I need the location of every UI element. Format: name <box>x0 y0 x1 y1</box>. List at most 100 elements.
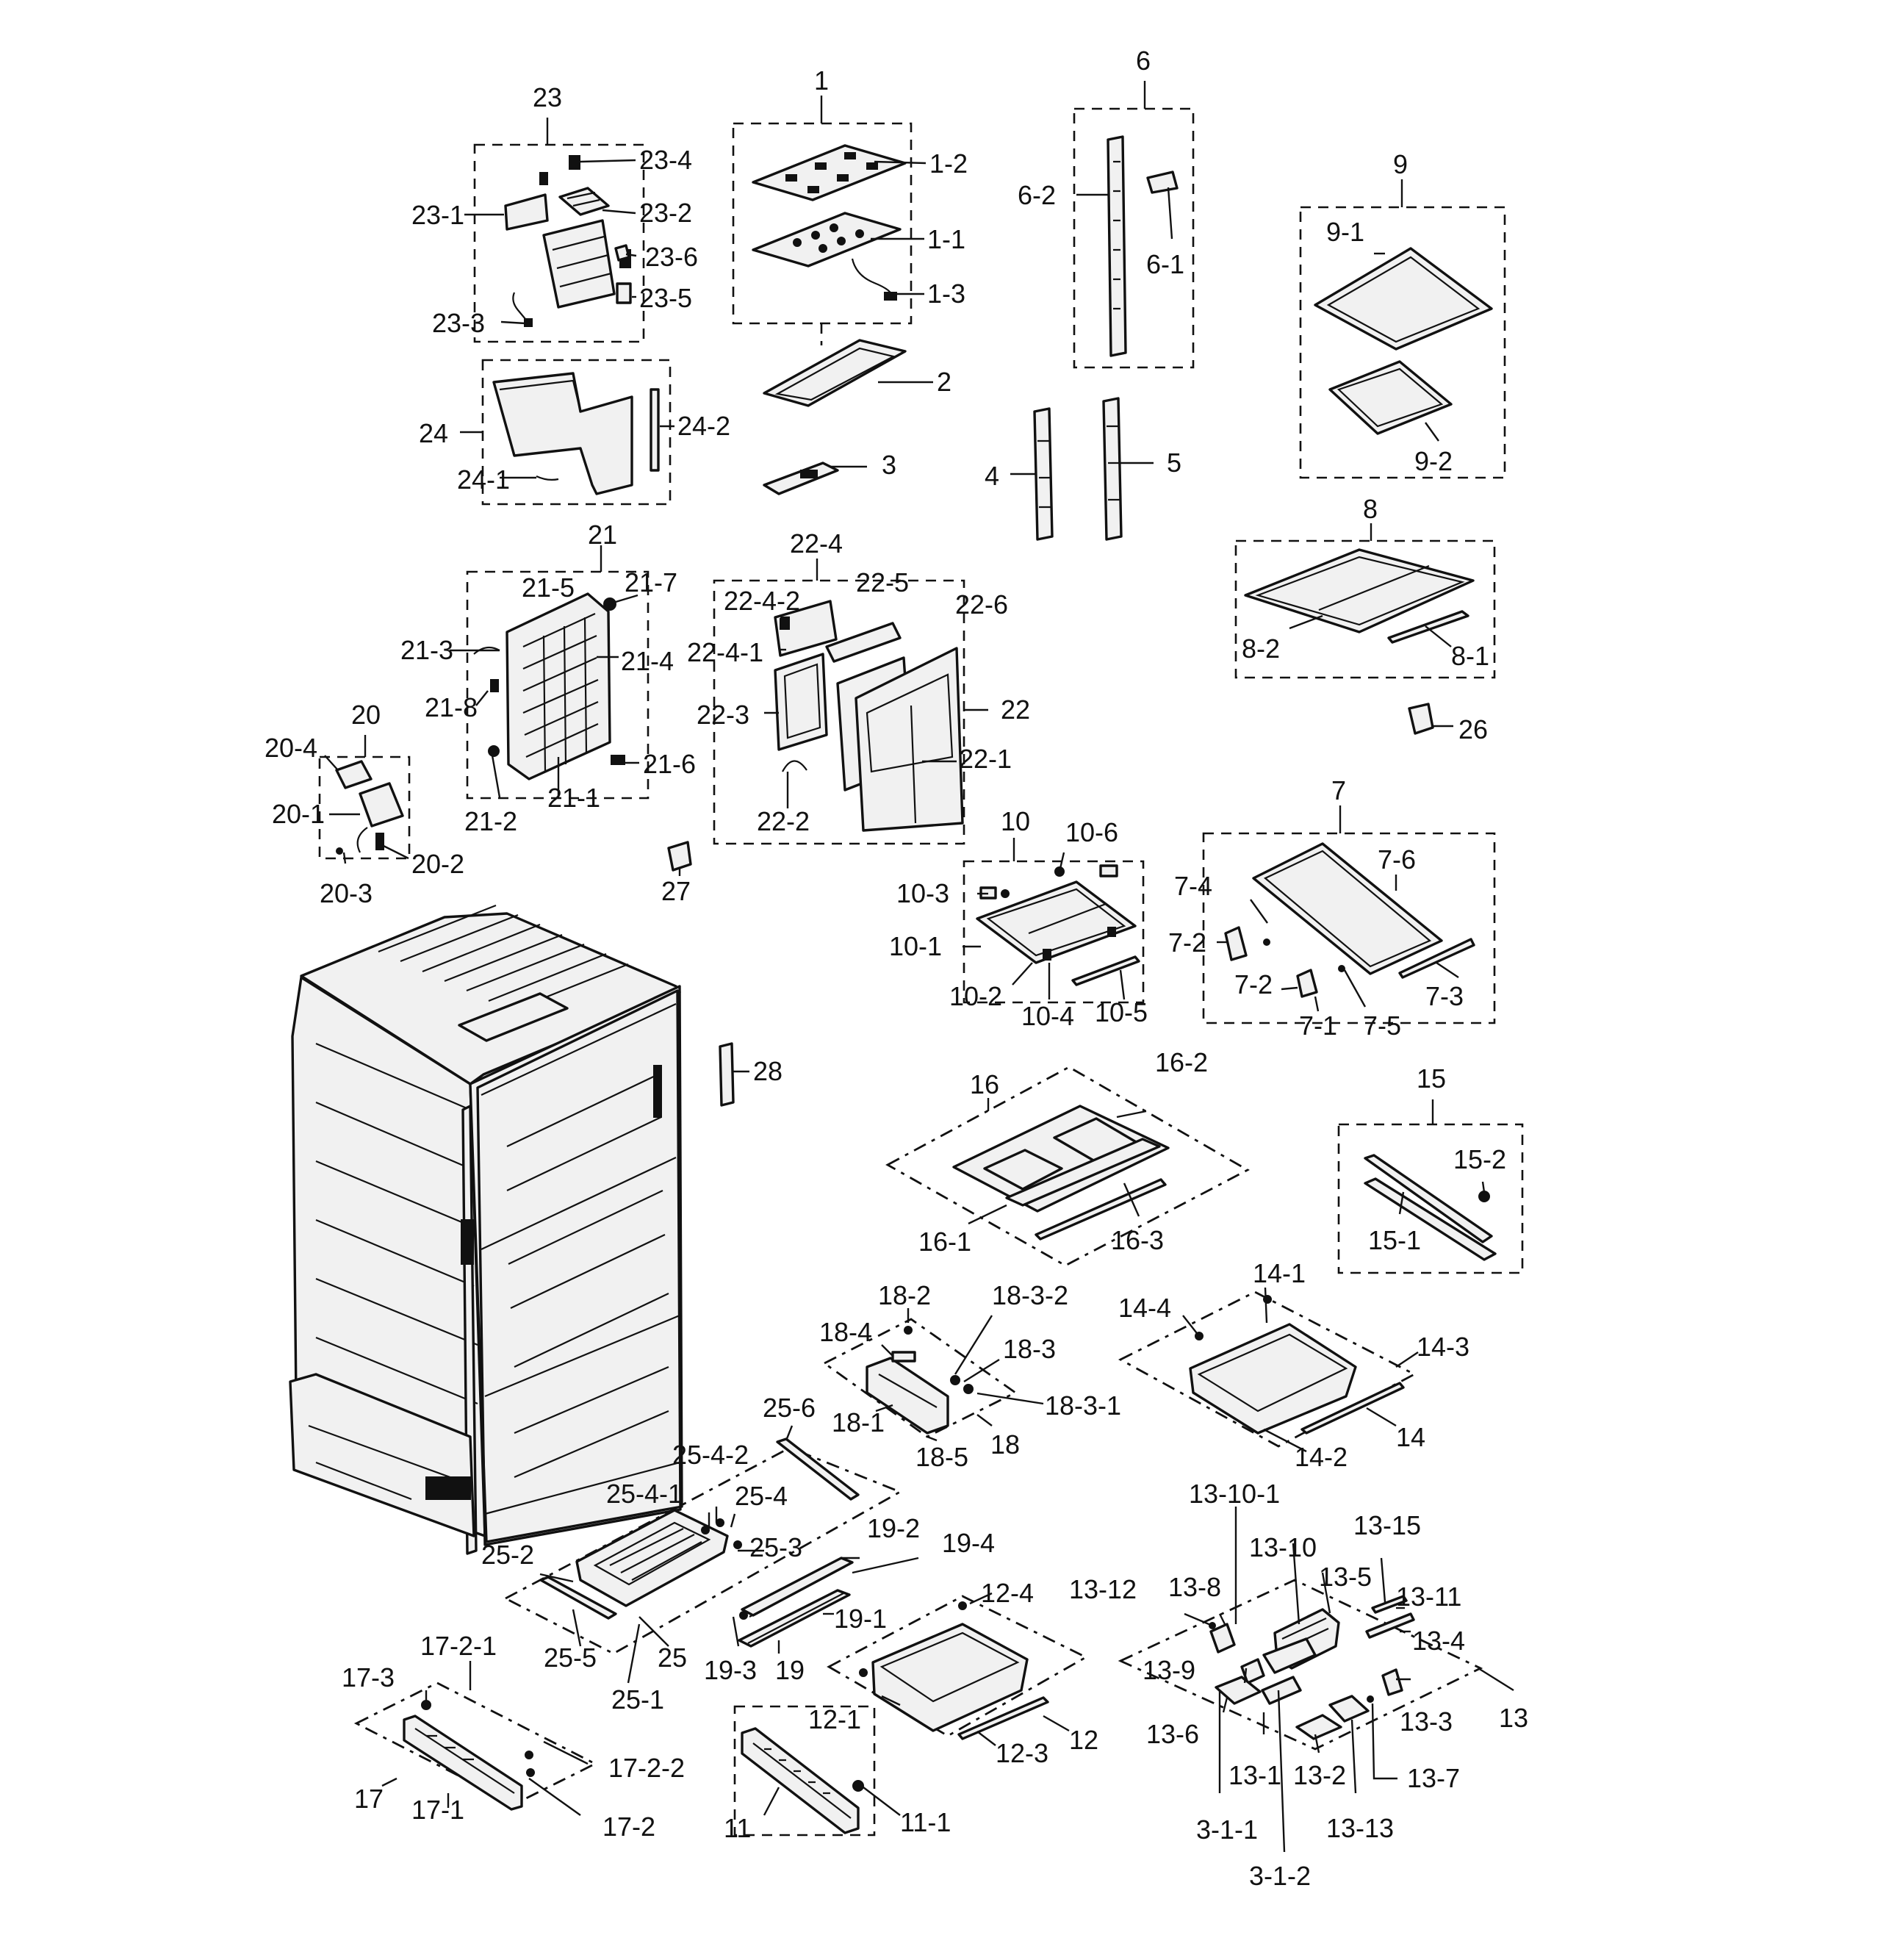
label-14-1: 14-1 <box>1253 1258 1306 1288</box>
label-15-1: 15-1 <box>1368 1225 1421 1255</box>
label-22-4: 22-4 <box>790 528 843 559</box>
label-10-4: 10-4 <box>1021 1001 1074 1031</box>
label-16-2: 16-2 <box>1155 1047 1208 1077</box>
label-5: 5 <box>1167 448 1181 478</box>
label-9-1: 9-1 <box>1326 217 1364 247</box>
label-15: 15 <box>1417 1063 1446 1094</box>
label-25-1: 25-1 <box>611 1684 664 1715</box>
label-10-1: 10-1 <box>889 931 942 961</box>
group-14-drawer <box>1118 1287 1419 1453</box>
label-25-4: 25-4 <box>735 1481 788 1511</box>
label-6-2: 6-2 <box>1018 180 1056 210</box>
group-1-2-3-dispenser <box>732 96 933 495</box>
group-25-freezer-drawer <box>503 1425 903 1684</box>
label-18-3: 18-3 <box>1003 1334 1056 1364</box>
label-3-1-1: 3-1-1 <box>1196 1814 1258 1845</box>
label-24: 24 <box>419 418 448 448</box>
label-12: 12 <box>1069 1725 1098 1755</box>
label-22-6: 22-6 <box>955 589 1008 620</box>
label-23-3: 23-3 <box>432 308 485 338</box>
label-23-2: 23-2 <box>639 198 692 228</box>
label-1: 1 <box>814 65 829 96</box>
label-13-7: 13-7 <box>1407 1763 1460 1793</box>
group-10-shelf <box>963 838 1145 1004</box>
label-25-5: 25-5 <box>544 1643 597 1673</box>
label-21-3: 21-3 <box>400 635 453 665</box>
label-11: 11 <box>724 1813 751 1843</box>
group-20-fan-motor <box>318 735 411 864</box>
group-19-guide <box>732 1557 919 1654</box>
label-17-3: 17-3 <box>342 1662 395 1692</box>
label-20-1: 20-1 <box>272 799 325 829</box>
label-22-3: 22-3 <box>697 700 749 730</box>
label-7-5: 7-5 <box>1363 1010 1401 1041</box>
label-7-4: 7-4 <box>1174 871 1212 901</box>
label-8-2: 8-2 <box>1242 633 1280 664</box>
label-6: 6 <box>1136 46 1151 76</box>
label-10: 10 <box>1001 806 1030 836</box>
label-13-8: 13-8 <box>1168 1572 1221 1602</box>
label-21-1: 21-1 <box>547 783 600 813</box>
label-7-2-upper: 7-2 <box>1168 927 1206 958</box>
label-21-8: 21-8 <box>425 692 478 722</box>
group-9-shelves <box>1299 179 1506 479</box>
label-10-5: 10-5 <box>1095 997 1148 1027</box>
label-3-1-2: 3-1-2 <box>1249 1861 1311 1891</box>
label-17-2-2: 17-2-2 <box>608 1753 685 1783</box>
label-18-5: 18-5 <box>915 1442 968 1472</box>
label-21-6: 21-6 <box>643 749 696 779</box>
label-9: 9 <box>1393 149 1408 179</box>
label-22-4-1: 22-4-1 <box>687 637 763 667</box>
label-13-13: 13-13 <box>1326 1813 1394 1843</box>
group-12-drawer <box>827 1592 1088 1746</box>
label-18-3-2: 18-3-2 <box>992 1280 1068 1310</box>
label-9-2: 9-2 <box>1414 446 1453 476</box>
label-18-1: 18-1 <box>832 1407 885 1437</box>
group-13-dispenser-assy <box>1118 1507 1514 1853</box>
label-13-9: 13-9 <box>1143 1655 1195 1685</box>
label-16: 16 <box>970 1069 999 1099</box>
label-18-3-1: 18-3-1 <box>1045 1390 1121 1421</box>
label-21-5: 21-5 <box>522 572 575 603</box>
label-4: 4 <box>985 461 999 491</box>
label-18: 18 <box>990 1429 1020 1460</box>
label-7-2-lower: 7-2 <box>1234 969 1273 999</box>
label-1-3: 1-3 <box>927 279 965 309</box>
label-21-2: 21-2 <box>464 806 517 836</box>
label-23-1: 23-1 <box>411 200 464 230</box>
label-24-2: 24-2 <box>677 411 730 441</box>
label-7-3: 7-3 <box>1425 981 1464 1011</box>
part-28-strip <box>719 1042 749 1107</box>
label-12-3: 12-3 <box>996 1738 1048 1768</box>
group-11-panel <box>733 1705 901 1837</box>
label-25: 25 <box>658 1643 687 1673</box>
label-13: 13 <box>1499 1703 1528 1733</box>
label-23: 23 <box>533 82 562 112</box>
callout-labels: 23 23-4 23-1 23-2 23-6 23-5 23-3 24 24-2… <box>265 46 1528 1891</box>
label-20-4: 20-4 <box>265 733 317 763</box>
label-21-4: 21-4 <box>621 646 674 676</box>
label-1-1: 1-1 <box>927 224 965 254</box>
label-20: 20 <box>351 700 381 730</box>
label-13-11: 13-11 <box>1396 1582 1461 1612</box>
label-16-1: 16-1 <box>918 1227 971 1257</box>
group-7-shelf <box>1202 805 1496 1024</box>
label-18-4: 18-4 <box>819 1317 872 1347</box>
label-25-4-1: 25-4-1 <box>606 1479 683 1509</box>
label-22-2: 22-2 <box>757 806 810 836</box>
label-17: 17 <box>354 1784 384 1814</box>
label-22: 22 <box>1001 694 1030 725</box>
label-14-3: 14-3 <box>1417 1332 1469 1362</box>
label-21: 21 <box>588 520 617 550</box>
label-12-1: 12-1 <box>808 1704 861 1734</box>
label-25-4-2: 25-4-2 <box>672 1440 749 1470</box>
label-27: 27 <box>661 876 691 906</box>
label-13-12: 13-12 <box>1069 1574 1137 1604</box>
label-13-15: 13-15 <box>1353 1510 1421 1540</box>
label-20-3: 20-3 <box>320 878 373 908</box>
label-15-2: 15-2 <box>1453 1144 1506 1174</box>
group-15-rail <box>1337 1099 1524 1274</box>
label-19-3: 19-3 <box>704 1655 757 1685</box>
label-18-2: 18-2 <box>878 1280 931 1310</box>
